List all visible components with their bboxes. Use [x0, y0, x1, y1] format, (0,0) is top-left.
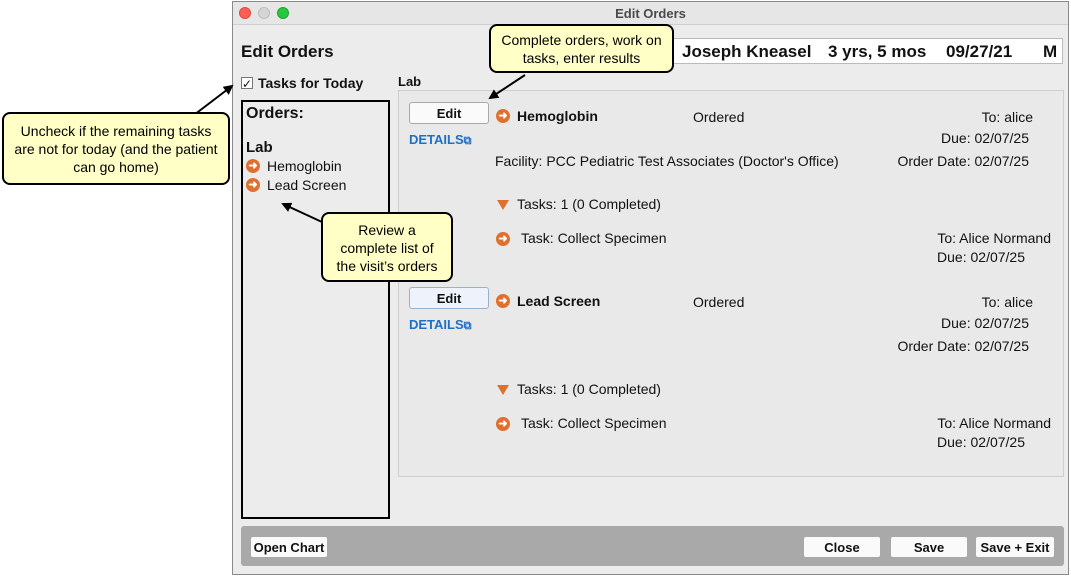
page-title: Edit Orders — [241, 42, 334, 61]
patient-dob: 09/27/21 — [946, 42, 1013, 61]
tasks-for-today-checkbox[interactable]: ✓ — [241, 77, 253, 91]
task-assignee: To: Alice Normand — [937, 415, 1051, 431]
task-due-date: Due: 02/07/25 — [937, 434, 1025, 450]
orders-heading: Orders: — [246, 105, 304, 122]
order-due-date: Due: 02/07/25 — [941, 315, 1029, 331]
patient-sex: M — [1043, 42, 1058, 61]
details-link[interactable]: DETAILS⧉ — [409, 132, 472, 148]
arrow-right-icon: ➜ — [496, 417, 510, 431]
task-due-date: Due: 02/07/25 — [937, 249, 1025, 265]
patient-name: Joseph Kneasel — [682, 42, 812, 61]
section-label-lab: Lab — [398, 74, 422, 89]
expand-triangle-icon[interactable] — [497, 385, 509, 395]
review-orders-callout: Review a complete list of the visit’s or… — [321, 212, 453, 282]
tasks-summary: Tasks: 1 (0 Completed) — [517, 196, 661, 212]
order-date: Order Date: 02/07/25 — [897, 153, 1029, 169]
orders-list-item-label: Lead Screen — [267, 177, 347, 193]
window-title: Edit Orders — [615, 6, 686, 21]
bottom-toolbar: Open Chart Close Save Save + Exit — [241, 526, 1064, 566]
close-button[interactable]: Close — [803, 536, 881, 558]
save-exit-button[interactable]: Save + Exit — [975, 536, 1055, 558]
order-name: Hemoglobin — [517, 108, 598, 124]
zoom-window-icon[interactable] — [277, 7, 289, 19]
close-window-icon[interactable] — [239, 7, 251, 19]
minimize-window-icon[interactable] — [258, 7, 270, 19]
orders-list-item-label: Hemoglobin — [267, 158, 342, 174]
orders-list-item[interactable]: ➜ Lead Screen — [246, 177, 346, 193]
orders-list-item[interactable]: ➜ Hemoglobin — [246, 158, 342, 174]
task-name[interactable]: Task: Collect Specimen — [521, 230, 667, 246]
task-name[interactable]: Task: Collect Specimen — [521, 415, 667, 431]
patient-age: 3 yrs, 5 mos — [828, 42, 927, 61]
orders-group-lab: Lab — [246, 139, 273, 156]
tasks-for-today-label: Tasks for Today — [258, 75, 364, 91]
arrow-right-icon: ➜ — [496, 109, 510, 123]
complete-orders-callout: Complete orders, work on tasks, enter re… — [489, 24, 674, 73]
expand-triangle-icon[interactable] — [497, 200, 509, 210]
details-link[interactable]: DETAILS⧉ — [409, 317, 472, 333]
arrow-right-icon: ➜ — [246, 159, 260, 173]
order-due-date: Due: 02/07/25 — [941, 130, 1029, 146]
details-link-label: DETAILS — [409, 317, 464, 332]
order-assignee: To: alice — [981, 109, 1033, 125]
edit-order-button[interactable]: Edit — [409, 102, 489, 124]
tasks-summary: Tasks: 1 (0 Completed) — [517, 381, 661, 397]
arrow-right-icon: ➜ — [246, 178, 260, 192]
edit-order-button[interactable]: Edit — [409, 287, 489, 309]
complete-callout-arrow — [488, 74, 526, 100]
open-chart-button[interactable]: Open Chart — [250, 536, 328, 558]
order-status: Ordered — [693, 109, 745, 125]
save-button[interactable]: Save — [890, 536, 968, 558]
orders-detail-panel: Edit DETAILS⧉ ➜ Hemoglobin Ordered To: a… — [398, 90, 1064, 477]
task-assignee: To: Alice Normand — [937, 230, 1051, 246]
edit-orders-window: Edit Orders Edit Orders Joseph Kneasel 3… — [232, 1, 1069, 575]
order-date: Order Date: 02/07/25 — [897, 338, 1029, 354]
uncheck-callout: Uncheck if the remaining tasks are not f… — [2, 112, 230, 185]
tasks-for-today-row[interactable]: ✓ Tasks for Today — [241, 75, 363, 91]
external-link-icon: ⧉ — [463, 320, 472, 332]
order-status: Ordered — [693, 294, 745, 310]
order-assignee: To: alice — [981, 294, 1033, 310]
review-callout-arrow — [281, 202, 323, 223]
order-facility: Facility: PCC Pediatric Test Associates … — [495, 153, 839, 169]
arrow-right-icon: ➜ — [496, 232, 510, 246]
arrow-right-icon: ➜ — [496, 294, 510, 308]
order-name: Lead Screen — [517, 293, 601, 309]
details-link-label: DETAILS — [409, 132, 464, 147]
external-link-icon: ⧉ — [463, 135, 472, 147]
orders-list-panel: Orders: Lab ➜ Hemoglobin ➜ Lead Screen — [241, 100, 390, 519]
